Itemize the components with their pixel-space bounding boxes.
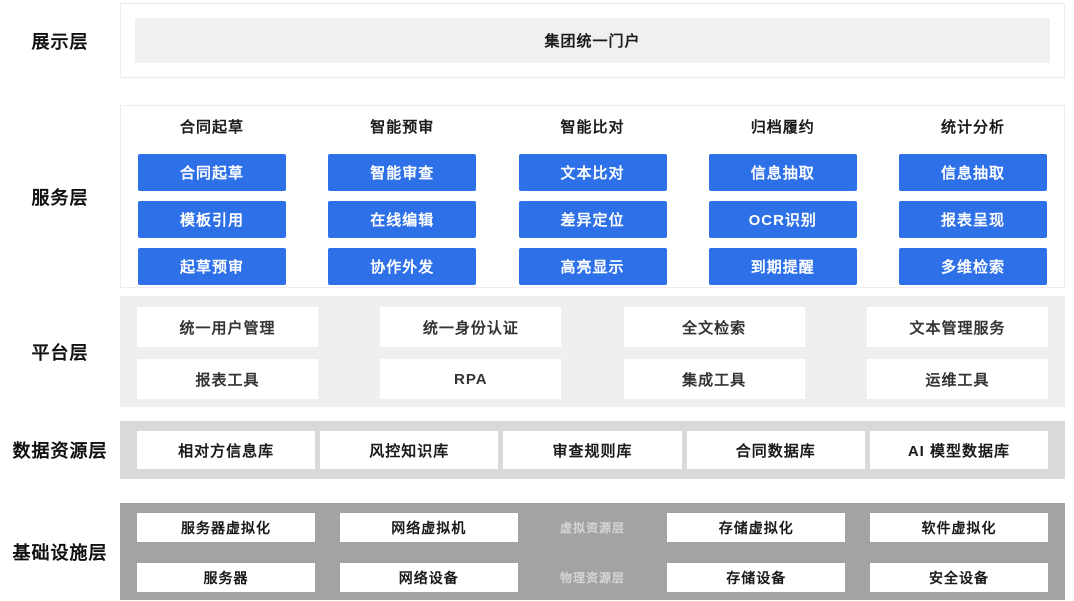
- service-column-stats: 统计分析 信息抽取 报表呈现 多维检索: [899, 118, 1047, 287]
- service-item: 合同起草: [138, 154, 286, 191]
- service-item: 协作外发: [328, 248, 477, 285]
- platform-item: 文本管理服务: [866, 307, 1048, 347]
- service-item: 文本比对: [518, 154, 667, 191]
- service-item: 起草预审: [138, 248, 286, 285]
- data-item: 相对方信息库: [137, 431, 316, 469]
- service-column-compare: 智能比对 文本比对 差异定位 高亮显示: [518, 118, 667, 287]
- service-item: 信息抽取: [899, 154, 1047, 191]
- service-item: OCR识别: [708, 201, 857, 238]
- platform-item: 运维工具: [866, 359, 1048, 399]
- data-resource-band: 相对方信息库 风控知识库 审查规则库 合同数据库 AI 模型数据库: [120, 421, 1065, 479]
- data-item: AI 模型数据库: [869, 431, 1049, 469]
- platform-item: 集成工具: [623, 359, 805, 399]
- infrastructure-item: 网络虚拟机: [339, 513, 518, 542]
- service-item: 模板引用: [138, 201, 286, 238]
- data-item: 风控知识库: [320, 431, 499, 469]
- platform-item: RPA: [380, 359, 562, 399]
- infrastructure-item: 存储虚拟化: [667, 513, 846, 542]
- presentation-band: 集团统一门户: [120, 3, 1065, 78]
- infrastructure-band: 服务器虚拟化 网络虚拟机 虚拟资源层 存储虚拟化 软件虚拟化 服务器 网络设备 …: [120, 503, 1065, 600]
- service-item: 智能审查: [328, 154, 477, 191]
- infrastructure-row-virtual: 服务器虚拟化 网络虚拟机 虚拟资源层 存储虚拟化 软件虚拟化: [137, 513, 1048, 542]
- infrastructure-item: 服务器: [137, 563, 315, 592]
- service-item: 信息抽取: [708, 154, 857, 191]
- layer-label-service: 服务层: [31, 187, 89, 208]
- infrastructure-sublabel-virtual: 虚拟资源层: [559, 521, 625, 535]
- platform-item: 统一身份认证: [380, 307, 562, 347]
- service-item: 在线编辑: [328, 201, 477, 238]
- layer-label-platform: 平台层: [31, 342, 89, 363]
- infrastructure-item: 网络设备: [339, 563, 518, 592]
- service-item: 到期提醒: [708, 248, 857, 285]
- platform-row: 统一用户管理 统一身份认证 全文检索 文本管理服务: [137, 307, 1048, 347]
- service-column-header: 智能预审: [370, 119, 435, 136]
- infrastructure-item: 软件虚拟化: [870, 513, 1048, 542]
- data-item: 合同数据库: [686, 431, 865, 469]
- service-column-preview: 智能预审 智能审查 在线编辑 协作外发: [328, 118, 477, 287]
- infrastructure-item: 存储设备: [667, 563, 846, 592]
- layer-label-data: 数据资源层: [12, 441, 108, 461]
- infrastructure-item: 服务器虚拟化: [137, 513, 315, 542]
- service-column-header: 统计分析: [940, 119, 1005, 136]
- platform-item: 报表工具: [137, 359, 318, 399]
- service-item: 报表呈现: [899, 201, 1047, 238]
- layer-label-presentation: 展示层: [31, 31, 89, 52]
- service-item: 高亮显示: [518, 248, 667, 285]
- service-column-archive: 归档履约 信息抽取 OCR识别 到期提醒: [708, 118, 857, 287]
- data-item: 审查规则库: [503, 431, 682, 469]
- portal-box: 集团统一门户: [135, 18, 1050, 63]
- layer-label-infrastructure: 基础设施层: [12, 542, 108, 563]
- service-item: 多维检索: [899, 248, 1047, 285]
- platform-item: 全文检索: [623, 307, 805, 347]
- platform-band: 统一用户管理 统一身份认证 全文检索 文本管理服务 报表工具 RPA 集成工具 …: [120, 296, 1065, 407]
- infrastructure-item: 安全设备: [870, 563, 1048, 592]
- service-band: 合同起草 合同起草 模板引用 起草预审 智能预审 智能审查 在线编辑 协作外发 …: [120, 105, 1065, 288]
- platform-item: 统一用户管理: [137, 307, 318, 347]
- service-item: 差异定位: [518, 201, 667, 238]
- service-column-drafting: 合同起草 合同起草 模板引用 起草预审: [138, 118, 286, 287]
- service-column-header: 合同起草: [179, 119, 244, 136]
- infrastructure-sublabel-physical: 物理资源层: [559, 571, 625, 585]
- service-column-header: 智能比对: [560, 119, 625, 136]
- platform-row: 报表工具 RPA 集成工具 运维工具: [137, 359, 1048, 399]
- service-column-header: 归档履约: [750, 119, 815, 136]
- infrastructure-row-physical: 服务器 网络设备 物理资源层 存储设备 安全设备: [137, 563, 1048, 592]
